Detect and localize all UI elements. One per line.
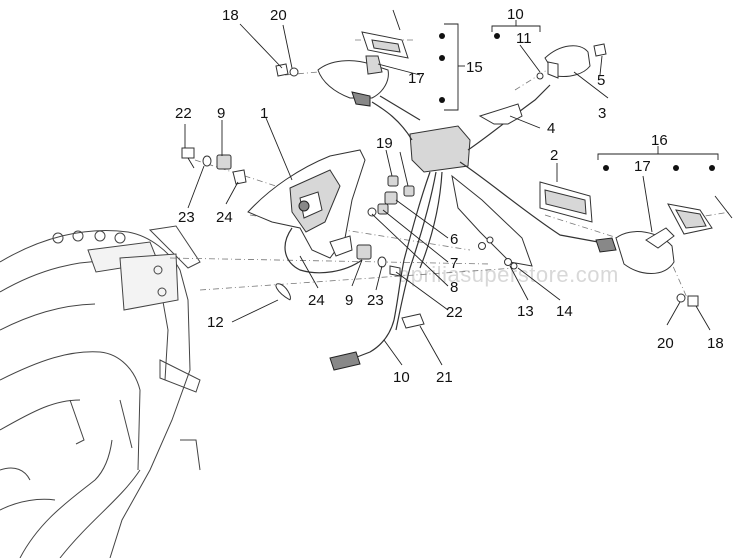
callout-13: 13 — [517, 303, 534, 320]
callout-14: 14 — [556, 303, 573, 320]
callout-21: 21 — [436, 369, 453, 386]
number-plate-light — [539, 181, 593, 223]
callout-24-left: 24 — [216, 209, 233, 226]
lower-right-fasteners — [676, 293, 699, 307]
callout-9-top: 9 — [217, 105, 225, 122]
callout-9-bottom: 9 — [345, 292, 353, 309]
indicator-upper-right — [544, 43, 607, 79]
callout-16: 16 — [651, 132, 668, 149]
clip-part-12 — [275, 283, 291, 301]
top-left-fasteners — [275, 63, 299, 77]
group-brackets — [444, 20, 719, 160]
callout-17-top: 17 — [408, 70, 425, 87]
callout-7: 7 — [450, 255, 458, 272]
bracket-part-4 — [478, 103, 523, 125]
left-fasteners — [181, 147, 401, 277]
callout-17-right: 17 — [634, 158, 651, 175]
callout-3: 3 — [598, 105, 606, 122]
callout-22-left: 22 — [175, 105, 192, 122]
callout-15: 15 — [466, 59, 483, 76]
gasket-part-21 — [401, 313, 425, 329]
callout-12: 12 — [207, 314, 224, 331]
callout-18-top: 18 — [222, 7, 239, 24]
grommets-19-6-7-8 — [367, 175, 415, 217]
callout-11: 11 — [516, 30, 532, 47]
callout-10-top: 10 — [507, 6, 524, 23]
callout-23-left: 23 — [178, 209, 195, 226]
callout-6: 6 — [450, 231, 458, 248]
indicator-upper-left — [317, 9, 421, 121]
callout-23-bottom: 23 — [367, 292, 384, 309]
indicator-lower-right — [595, 195, 733, 274]
wiring-harness — [329, 84, 599, 371]
bullet-dots — [439, 33, 715, 171]
callout-24-bottom: 24 — [308, 292, 325, 309]
nut-part-11 — [536, 72, 544, 80]
callout-1: 1 — [260, 105, 268, 122]
callout-22-bottom: 22 — [446, 304, 463, 321]
callout-19: 19 — [376, 135, 393, 152]
callout-4: 4 — [547, 120, 555, 137]
fasteners-13-14 — [478, 236, 518, 270]
callout-labels: 18 20 17 15 10 11 5 3 4 2 16 17 1 9 22 1… — [175, 6, 724, 386]
callout-5: 5 — [597, 72, 605, 89]
callout-20-top: 20 — [270, 7, 287, 24]
leader-lines — [184, 23, 711, 366]
watermark-text: apriliasuperstore.com — [398, 262, 619, 287]
callout-8: 8 — [450, 279, 458, 296]
callout-2: 2 — [550, 147, 558, 164]
callout-18-bottom: 18 — [707, 335, 724, 352]
rear-frame-illustration — [0, 225, 201, 558]
callout-20-bottom: 20 — [657, 335, 674, 352]
callout-10-bottom: 10 — [393, 369, 410, 386]
tail-light-assembly — [247, 149, 366, 274]
